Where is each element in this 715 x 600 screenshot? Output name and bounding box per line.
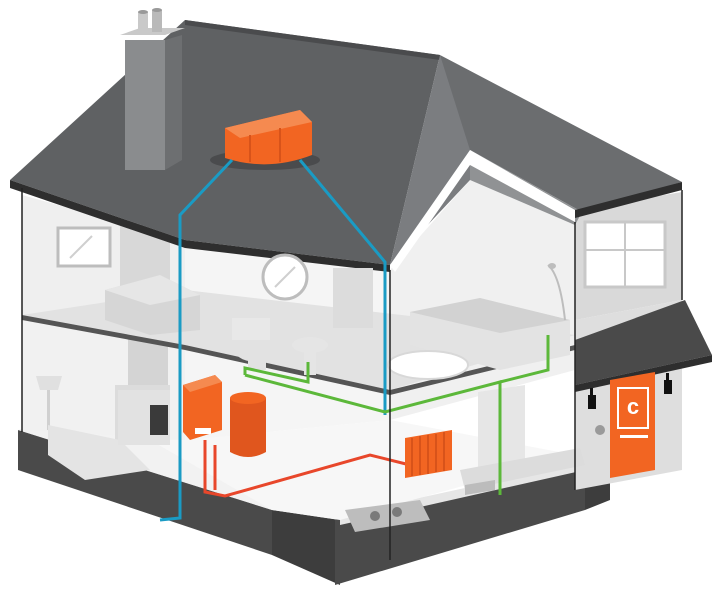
radiator bbox=[405, 430, 452, 478]
lamp-icon bbox=[36, 376, 62, 430]
cold-water-tank bbox=[225, 110, 312, 165]
heating-circuit-pipe bbox=[203, 440, 411, 498]
upstairs-furniture bbox=[56, 226, 570, 380]
wall-lamp-icon bbox=[664, 373, 672, 394]
bath-icon bbox=[410, 263, 570, 370]
wall-lamp-icon bbox=[588, 388, 596, 409]
pipes bbox=[159, 158, 550, 522]
chimney-icon bbox=[120, 8, 185, 170]
cold-feed-pipe bbox=[159, 158, 234, 522]
window-icon bbox=[56, 226, 112, 268]
hot-water-cylinder bbox=[230, 392, 266, 457]
house-extension: c bbox=[575, 192, 712, 490]
fireplace-icon bbox=[118, 390, 170, 445]
boiler bbox=[183, 375, 222, 440]
clock-icon bbox=[261, 253, 309, 301]
front-door bbox=[610, 372, 655, 478]
hot-water-pipe bbox=[244, 373, 502, 495]
hob-icon bbox=[345, 500, 430, 532]
house-outline bbox=[21, 188, 683, 560]
toilet-icon bbox=[232, 318, 280, 370]
door-logo-icon: c bbox=[627, 394, 639, 419]
roof bbox=[10, 20, 682, 272]
